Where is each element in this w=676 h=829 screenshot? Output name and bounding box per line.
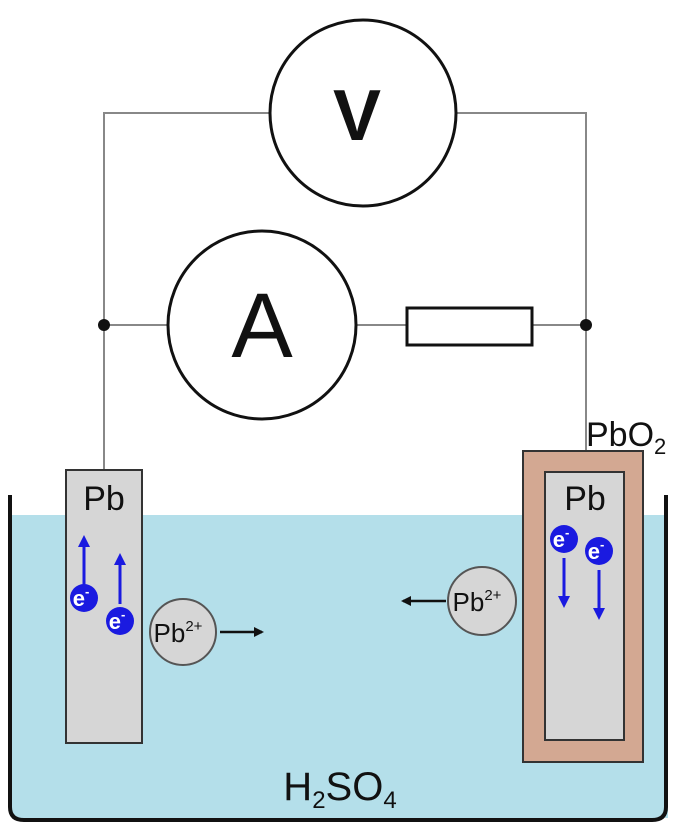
junction-dot-left [98, 319, 110, 331]
svg-text:e-: e- [553, 525, 570, 552]
right-electrons: e- e- [550, 525, 613, 620]
left-electrons: e- e- [70, 535, 134, 635]
pbo2-label: PbO2 [586, 416, 666, 459]
svg-text:e-: e- [109, 607, 126, 634]
ammeter: A [166, 229, 358, 421]
pb-ion-right: Pb2+ [447, 566, 517, 636]
voltmeter: V [268, 18, 458, 208]
electron: e- [106, 607, 134, 635]
electron: e- [550, 525, 578, 553]
pb-ion-left: Pb2+ [149, 598, 217, 666]
voltmeter-label: V [333, 76, 381, 156]
electrolyte-label: H2SO4 [283, 765, 396, 814]
right-electrode-label: Pb [564, 480, 606, 518]
svg-text:e-: e- [588, 537, 605, 564]
container-vessel [8, 495, 668, 822]
electron: e- [585, 537, 613, 565]
ammeter-label: A [231, 275, 293, 377]
circuit-wires [103, 112, 587, 470]
svg-text:e-: e- [73, 584, 90, 611]
resistor [405, 306, 534, 347]
junction-dot-right [580, 319, 592, 331]
left-electrode-label: Pb [83, 480, 125, 518]
svg-text:Pb2+: Pb2+ [453, 587, 502, 617]
electron: e- [70, 584, 98, 612]
svg-text:Pb2+: Pb2+ [154, 618, 203, 648]
